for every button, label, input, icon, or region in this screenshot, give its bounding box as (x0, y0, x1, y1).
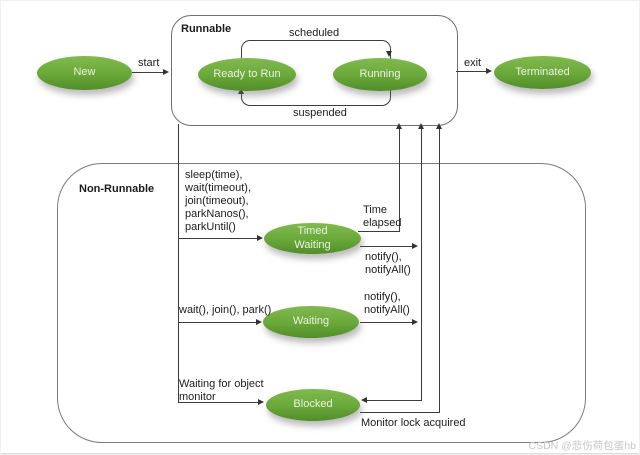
running-to-waitstates-trunk (178, 124, 179, 402)
time-elapsed-arrowhead-icon (395, 123, 402, 129)
state-running-label: Running (359, 67, 401, 80)
state-blocked: Blocked (266, 389, 360, 421)
waiting-calls-label: wait(), join(), park() (179, 304, 272, 316)
notify-waiting-line2: notifyAll() (364, 304, 410, 316)
blocked-reason-label: Waiting for object monitor (179, 378, 264, 404)
to-timed-waiting-arrowhead-icon (257, 234, 263, 241)
notify-timed-line2: notifyAll() (365, 264, 411, 276)
timed-waiting-call-2: wait(timeout), (185, 182, 252, 194)
state-terminated: Terminated (494, 56, 591, 89)
to-waiting-connector (178, 322, 257, 323)
time-elapsed-connector-h (358, 231, 399, 232)
notify-timed-line1: notify(), (365, 251, 402, 263)
exit-connector (456, 71, 487, 72)
scheduled-arrowhead-icon (385, 51, 392, 57)
to-blocked-connector (178, 402, 259, 403)
page-divider (1, 453, 639, 454)
csdn-watermark: CSDN @悲伤荷包蛋hb (528, 440, 636, 452)
into-blocked-connector (367, 400, 422, 401)
state-new: New (37, 56, 132, 90)
state-timed-waiting: Timed Waiting (264, 223, 361, 254)
state-blocked-label: Blocked (293, 398, 333, 411)
notify-from-timed-waiting-arrowhead-icon (412, 242, 418, 249)
notify-from-timed-waiting-label: notify(), notifyAll() (365, 251, 411, 277)
timed-waiting-call-3: join(timeout), (185, 195, 249, 207)
start-arrowhead-icon (163, 68, 169, 75)
state-terminated-label: Terminated (515, 65, 570, 78)
state-ready-to-run: Ready to Run (198, 58, 296, 91)
notify-from-timed-waiting-connector (360, 246, 412, 247)
suspended-arrowhead-icon (237, 88, 244, 94)
time-elapsed-connector-v (399, 129, 400, 232)
timed-waiting-call-5: parkUntil() (185, 221, 236, 233)
into-blocked-arrowhead-icon (361, 396, 367, 403)
non-runnable-group-box (57, 163, 586, 443)
scheduled-connector (241, 40, 391, 59)
notify-from-waiting-connector (360, 322, 412, 323)
to-waiting-arrowhead-icon (256, 318, 262, 325)
exit-arrowhead-icon (486, 67, 492, 74)
monitor-acquired-connector-v (439, 129, 440, 413)
state-timed-waiting-label-line2: Waiting (294, 238, 331, 251)
timed-waiting-call-4: parkNanos(), (185, 208, 249, 220)
start-connector (132, 72, 165, 73)
monitor-acquired-connector-h (360, 412, 440, 413)
blocked-reason-line2: monitor (179, 391, 216, 403)
notify-from-waiting-arrowhead-icon (412, 318, 418, 325)
time-elapsed-line2: elapsed (363, 217, 402, 229)
state-timed-waiting-label-line1: Timed (297, 225, 328, 238)
time-elapsed-line1: Time (363, 204, 388, 216)
state-waiting-label: Waiting (292, 315, 330, 328)
scheduled-label: scheduled (289, 27, 340, 39)
time-elapsed-label: Time elapsed (363, 204, 402, 230)
runnable-group-label: Runnable (181, 23, 232, 35)
timed-waiting-calls-label: sleep(time), wait(timeout), join(timeout… (185, 169, 251, 234)
notify-waiting-line1: notify(), (364, 291, 401, 303)
monitor-acquired-arrowhead-icon (435, 123, 442, 129)
exit-label: exit (464, 57, 482, 69)
to-timed-waiting-connector (178, 238, 258, 239)
notify-from-waiting-label: notify(), notifyAll() (364, 291, 410, 317)
state-waiting: Waiting (263, 306, 359, 338)
runnable-group-box (171, 15, 458, 126)
non-runnable-group-label: Non-Runnable (79, 183, 155, 195)
timed-waiting-call-1: sleep(time), (185, 169, 243, 181)
monitor-acquired-label: Monitor lock acquired (361, 417, 466, 429)
state-new-label: New (73, 66, 96, 79)
suspended-label: suspended (293, 107, 347, 119)
start-label: start (138, 57, 160, 69)
notify-to-runnable-arrowhead-icon (417, 123, 424, 129)
suspended-connector (241, 90, 391, 106)
blocked-reason-line1: Waiting for object (179, 378, 264, 390)
notify-connector-v (421, 129, 422, 400)
state-running: Running (333, 58, 427, 91)
to-blocked-arrowhead-icon (258, 398, 264, 405)
state-ready-to-run-label: Ready to Run (213, 67, 281, 80)
